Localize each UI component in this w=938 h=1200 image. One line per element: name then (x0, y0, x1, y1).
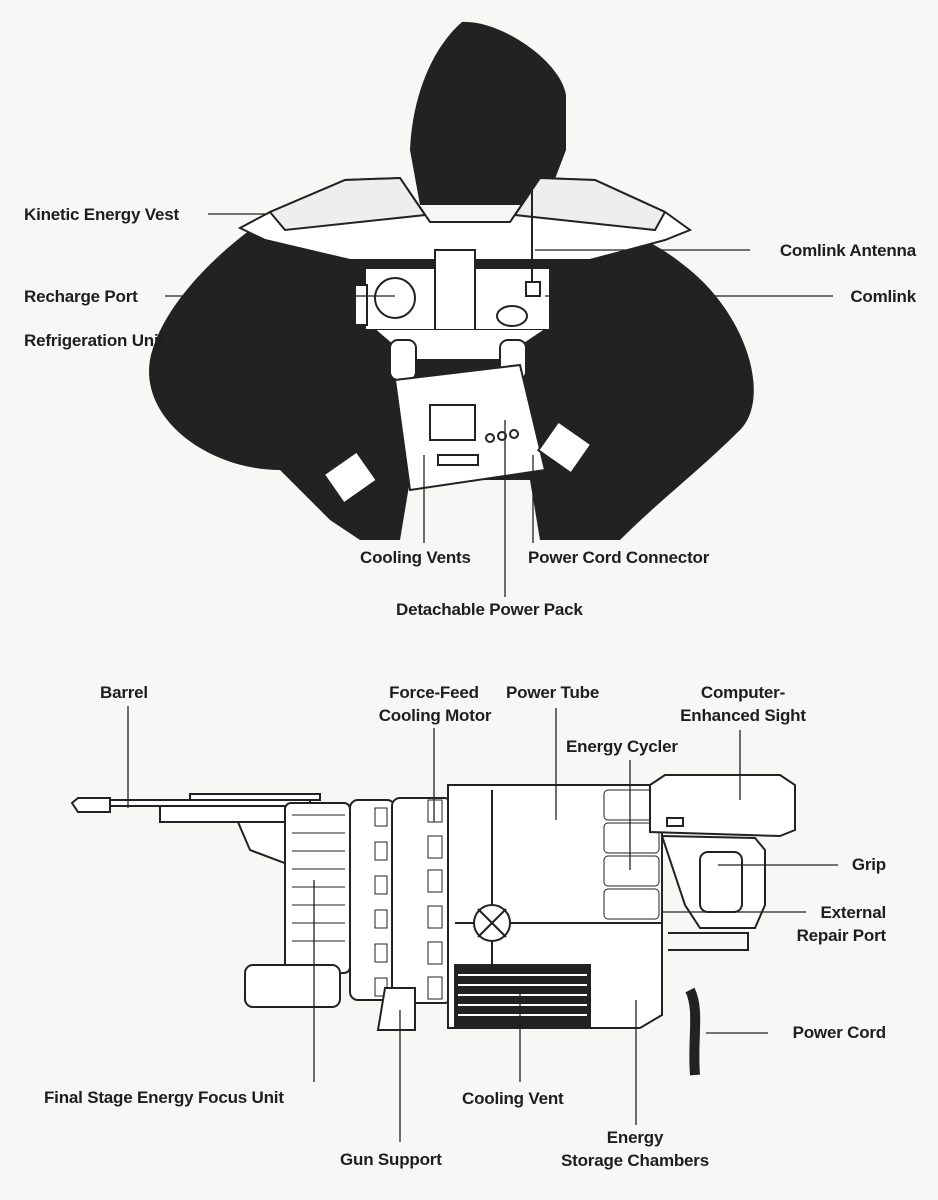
label-force-feed-line2: Cooling Motor (378, 706, 492, 725)
label-barrel: Barrel (100, 683, 148, 702)
label-grip: Grip (851, 855, 886, 874)
energy-cycler-cells (603, 789, 660, 920)
power-cord-coil (685, 987, 701, 1076)
power-pack (322, 339, 593, 505)
label-refrigeration-unit: Refrigeration Unit (24, 331, 164, 350)
valve-wheel (473, 904, 511, 942)
label-power-cord: Power Cord (792, 1023, 887, 1042)
label-sight-line1: Computer- (700, 683, 786, 702)
label-sight-line2: Enhanced Sight (680, 706, 806, 725)
label-power-cord-connector: Power Cord Connector (528, 548, 710, 567)
label-storage-line1: Energy (606, 1128, 664, 1147)
label-kinetic-energy-vest: Kinetic Energy Vest (24, 205, 179, 224)
vest-shoulders (237, 176, 693, 261)
sight (649, 774, 796, 838)
cooling-vent-grille (454, 964, 591, 1028)
label-focus-unit: Final Stage Energy Focus Unit (44, 1088, 284, 1107)
weapon-body (70, 774, 796, 1076)
barrel-tip (70, 797, 111, 813)
label-repair-line1: External (820, 903, 887, 922)
label-power-tube: Power Tube (506, 683, 600, 702)
vest-leader-lines (165, 213, 833, 597)
label-comlink-antenna: Comlink Antenna (779, 241, 916, 260)
label-energy-cycler: Energy Cycler (566, 737, 678, 756)
label-gun-support: Gun Support (340, 1150, 442, 1169)
label-comlink: Comlink (850, 287, 916, 306)
vent-grilles (374, 799, 443, 1000)
label-force-feed-line1: Force-Feed (389, 683, 479, 702)
label-storage-line2: Storage Chambers (561, 1151, 709, 1170)
label-cooling-vent: Cooling Vent (462, 1089, 564, 1108)
label-cooling-vents: Cooling Vents (360, 548, 471, 567)
label-repair-line2: Repair Port (796, 926, 887, 945)
grip (660, 834, 766, 929)
gun-support (376, 987, 416, 1031)
label-recharge-port: Recharge Port (24, 287, 138, 306)
weapon-leader-lines (127, 706, 838, 1142)
vest-figure-illustration (149, 21, 833, 597)
label-detachable-power-pack: Detachable Power Pack (396, 600, 583, 619)
recharge-port-circle (374, 277, 416, 319)
